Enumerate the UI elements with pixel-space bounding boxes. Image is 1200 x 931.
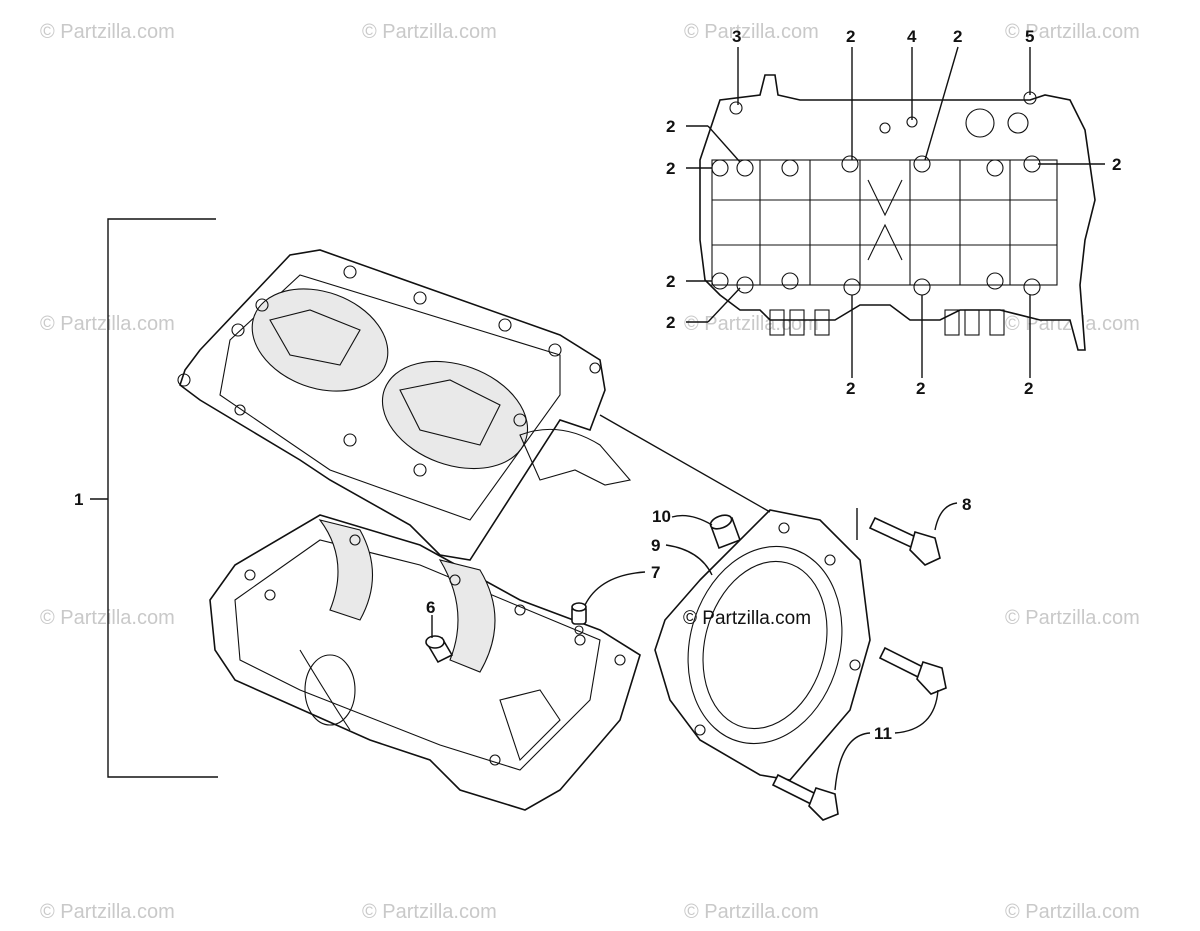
callout-2: 2	[666, 272, 675, 291]
callout-2: 2	[1024, 379, 1033, 398]
callout-9: 9	[651, 536, 660, 555]
callout-2: 2	[846, 27, 855, 46]
callout-2: 2	[666, 313, 675, 332]
lower-crankcase	[209, 514, 641, 811]
assembly-bracket	[90, 218, 218, 778]
bolt-item-11	[771, 773, 839, 821]
callout-labels: 1 3 2 4 2 5 2 2 2 2 2 2 2 2 8 10 9 7 6 1…	[74, 27, 1121, 743]
watermark: © Partzilla.com	[40, 21, 175, 43]
callout-6: 6	[426, 598, 435, 617]
callout-10: 10	[652, 507, 671, 526]
small-sleeve	[571, 602, 587, 635]
callout-5: 5	[1025, 27, 1034, 46]
watermark: © Partzilla.com	[1005, 901, 1140, 923]
callout-3: 3	[732, 27, 741, 46]
callout-2: 2	[953, 27, 962, 46]
callout-4: 4	[907, 27, 917, 46]
callout-2: 2	[916, 379, 925, 398]
callout-2: 2	[846, 379, 855, 398]
watermark: © Partzilla.com	[1005, 21, 1140, 43]
dowel-pin	[425, 635, 454, 664]
leader-lines	[431, 46, 1105, 791]
bolt-item-8	[868, 516, 941, 566]
bolt-hole-row	[244, 534, 626, 766]
callout-2: 2	[1112, 155, 1121, 174]
small-collar	[709, 514, 742, 550]
end-cover	[654, 509, 871, 781]
callout-7: 7	[651, 563, 660, 582]
watermark: © Partzilla.com	[1005, 607, 1140, 629]
upper-crankcase	[177, 249, 632, 561]
watermark: © Partzilla.com	[362, 901, 497, 923]
callout-2: 2	[666, 117, 675, 136]
callout-1: 1	[74, 490, 83, 509]
callout-2: 2	[666, 159, 675, 178]
watermark: © Partzilla.com	[362, 21, 497, 43]
watermark: © Partzilla.com	[684, 901, 819, 923]
center-watermark: © Partzilla.com	[683, 608, 811, 629]
watermark: © Partzilla.com	[40, 901, 175, 923]
bolt-hole-row	[231, 265, 562, 477]
callout-8: 8	[962, 495, 971, 514]
watermark: © Partzilla.com	[684, 21, 819, 43]
crankcase-feet	[769, 309, 1005, 336]
crankcase-bottom-view	[699, 74, 1096, 351]
bolt-item-11	[878, 646, 947, 695]
callout-11: 11	[874, 724, 892, 743]
